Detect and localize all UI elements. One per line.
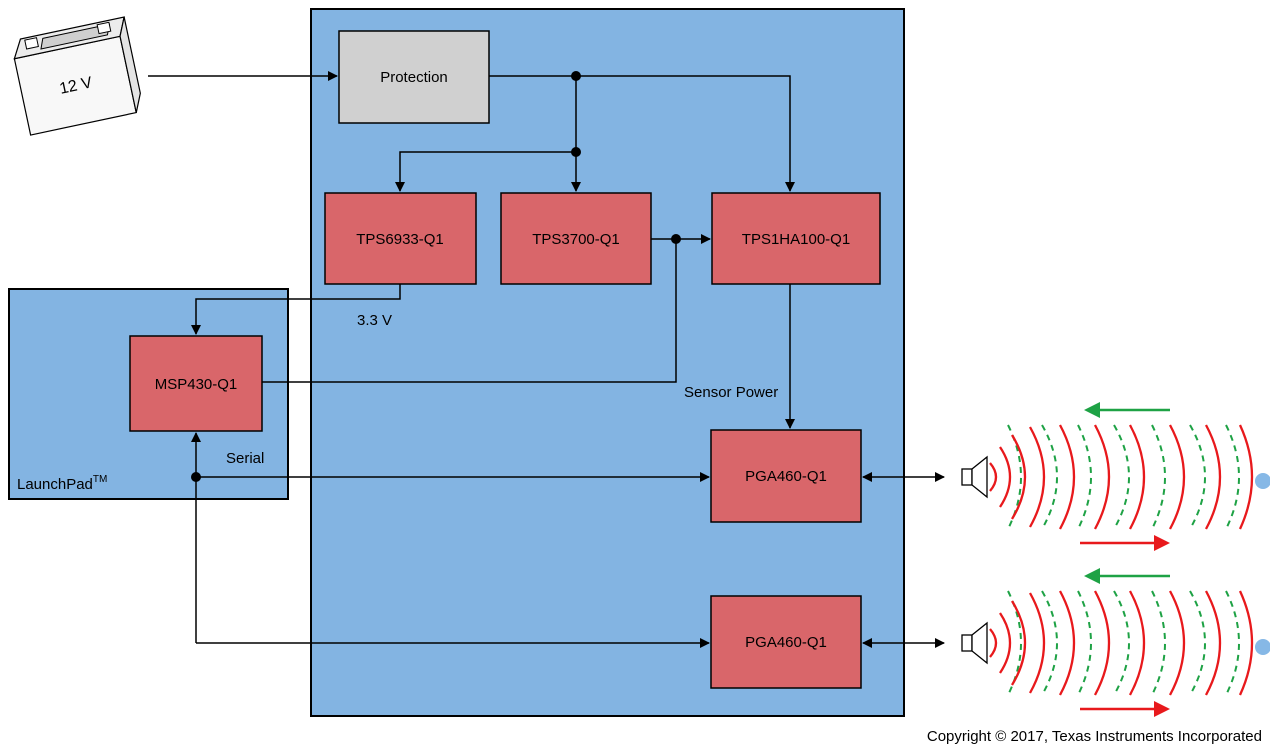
tps6933-block [324,192,477,285]
protection-label: Protection [380,69,448,86]
target-dot [1255,639,1270,655]
serial-label: Serial [226,450,264,467]
voltage-3v3-label: 3.3 V [357,312,392,329]
protection-block [338,30,490,124]
wiring [148,71,945,648]
battery-icon: 12 V [13,16,141,136]
ultrasonic-transducer-2 [961,568,1270,717]
return-direction-arrow [1084,568,1170,584]
emit-direction-arrow [1080,701,1170,717]
pga460-block-1 [710,429,862,523]
rail-to-tps6933-wire [395,151,576,192]
speaker-icon [961,455,988,499]
pga460-label-1: PGA460-Q1 [745,468,827,485]
echo-waves [1007,590,1240,696]
tps3700-to-msp430-wire [262,239,677,383]
pga460-block-2 [710,595,862,689]
emitted-waves [989,590,1254,696]
sensor-power-label: Sensor Power [684,384,778,401]
tps3700-label: TPS3700-Q1 [532,231,620,248]
tps1ha100-label: TPS1HA100-Q1 [742,231,850,248]
protection-to-tps1ha100-wire [489,75,795,192]
speaker-icon [961,621,988,665]
battery-label: 12 V [58,74,94,98]
return-direction-arrow [1084,402,1170,418]
echo-waves [1007,424,1240,530]
ultrasonic-transducer-1 [961,402,1270,551]
launchpad-label: LaunchPadTM [17,474,107,493]
tps1ha100-block [711,192,881,285]
msp430-block [129,335,263,432]
msp430-label: MSP430-Q1 [155,376,238,393]
target-dot [1255,473,1270,489]
junction-dots [191,71,681,482]
tps6933-3v3-wire [191,284,401,335]
tps6933-label: TPS6933-Q1 [356,231,444,248]
emit-direction-arrow [1080,535,1170,551]
pga460-label-2: PGA460-Q1 [745,634,827,651]
emitted-waves [989,424,1254,530]
copyright-text: Copyright © 2017, Texas Instruments Inco… [927,728,1262,745]
